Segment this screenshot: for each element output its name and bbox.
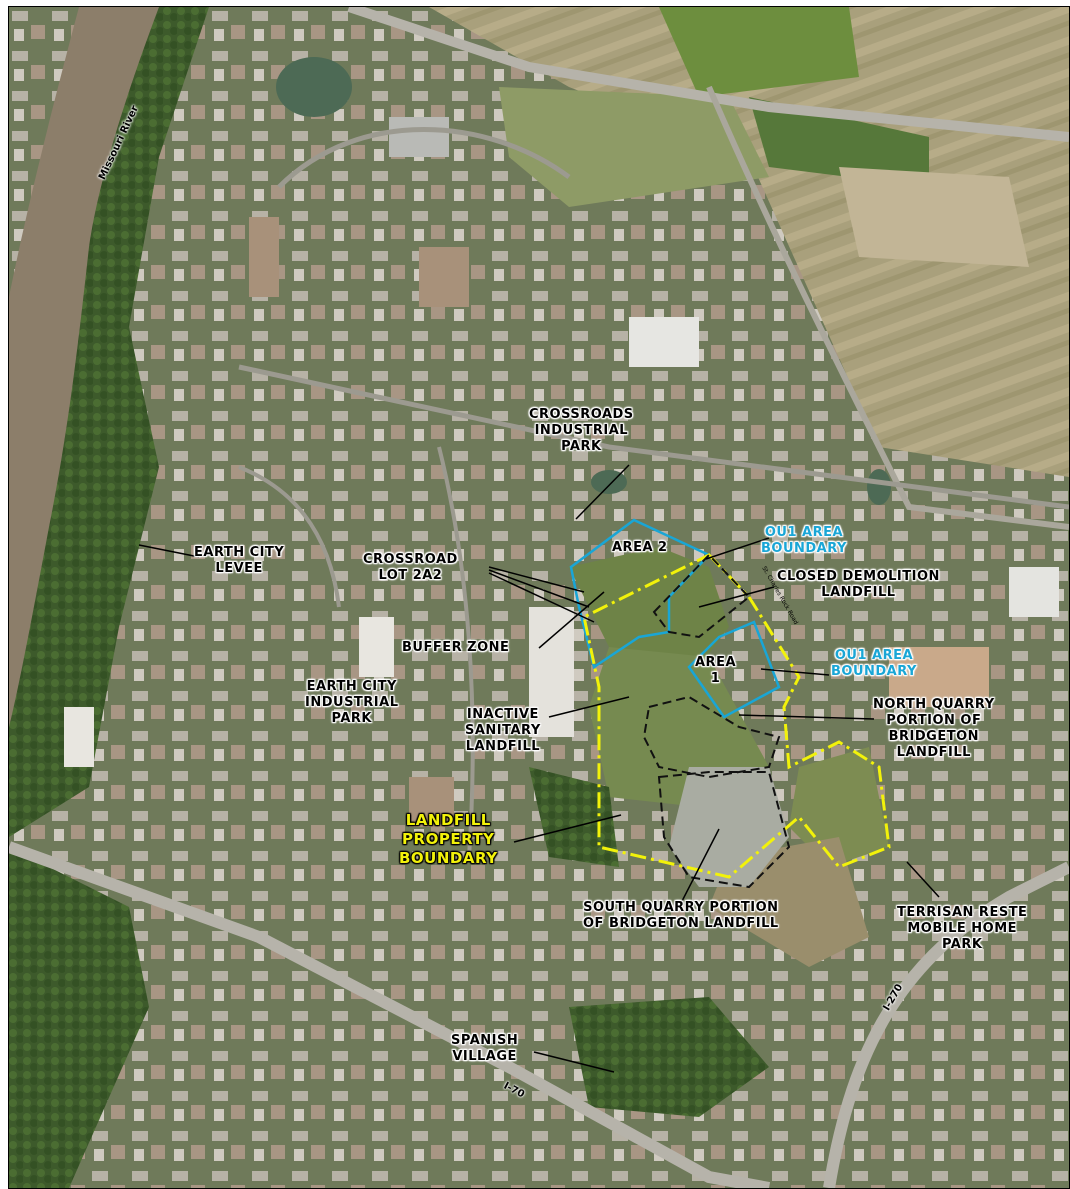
building: [1009, 567, 1059, 617]
lake: [276, 57, 352, 117]
building: [64, 707, 94, 767]
aerial-map: Missouri River CROSSROADS INDUSTRIAL PAR…: [8, 6, 1070, 1189]
crossroads-industrial-park-label: CROSSROADS INDUSTRIAL PARK: [529, 407, 634, 454]
building: [389, 117, 449, 157]
aerial-imagery: [9, 7, 1069, 1188]
area-1-label: AREA 1: [695, 655, 737, 686]
south-quarry-surface: [669, 767, 789, 887]
highway-i270: [823, 861, 1069, 1188]
building: [249, 217, 279, 297]
ou1-area-boundary-label-top: OU1 AREA BOUNDARY: [761, 525, 847, 556]
missouri-river: [9, 7, 159, 727]
road-earth-city: [238, 465, 341, 608]
area-2-label: AREA 2: [612, 540, 668, 555]
south-quarry-outline: [657, 771, 791, 889]
north-quarry-outline: [642, 695, 781, 779]
building: [419, 247, 469, 307]
ou1-area1-boundary: [687, 620, 781, 719]
building: [629, 317, 699, 367]
trees-center: [529, 767, 619, 867]
building: [529, 607, 574, 737]
tree-band-2: [9, 847, 149, 1188]
buffer-zone-label: BUFFER ZONE: [402, 640, 510, 655]
road-loop: [277, 127, 571, 189]
closed-demolition-landfill-outline: [652, 553, 751, 639]
inactive-sanitary-landfill-label: INACTIVE SANITARY LANDFILL: [465, 707, 541, 754]
pond-2: [867, 469, 891, 505]
green-field-2: [749, 97, 929, 187]
green-field: [659, 7, 859, 97]
dirt-field: [839, 167, 1029, 267]
highway-north: [347, 7, 1069, 142]
trees-bottom: [569, 997, 769, 1117]
road: [238, 364, 1069, 510]
landfill-property-boundary: [582, 553, 891, 879]
earth-city-levee-label: EARTH CITY LEVEE: [194, 545, 285, 576]
south-quarry-label: SOUTH QUARRY PORTION OF BRIDGETON LANDFI…: [583, 900, 779, 931]
crossroad-lot-label: CROSSROAD LOT 2A2: [363, 552, 458, 583]
landfill-property-boundary-label: LANDFILL PROPERTY BOUNDARY: [399, 811, 498, 867]
building: [409, 777, 454, 827]
building: [359, 617, 394, 677]
st-charles-rock-road: [706, 85, 1069, 530]
ou1-area-boundary-label-right: OU1 AREA BOUNDARY: [831, 648, 917, 679]
leader-lines: [138, 464, 940, 1073]
highway-i70: [9, 841, 771, 1188]
earth-city-industrial-park-label: EARTH CITY INDUSTRIAL PARK: [305, 679, 399, 726]
terrisan-reste-label: TERRISAN RESTE MOBILE HOME PARK: [897, 905, 1028, 952]
road-center: [437, 446, 475, 858]
building: [889, 647, 989, 707]
north-quarry-label: NORTH QUARRY PORTION OF BRIDGETON LANDFI…: [873, 697, 995, 760]
spanish-village-label: SPANISH VILLAGE: [451, 1033, 519, 1064]
closed-demolition-landfill-label: CLOSED DEMOLITION LANDFILL: [777, 569, 940, 600]
